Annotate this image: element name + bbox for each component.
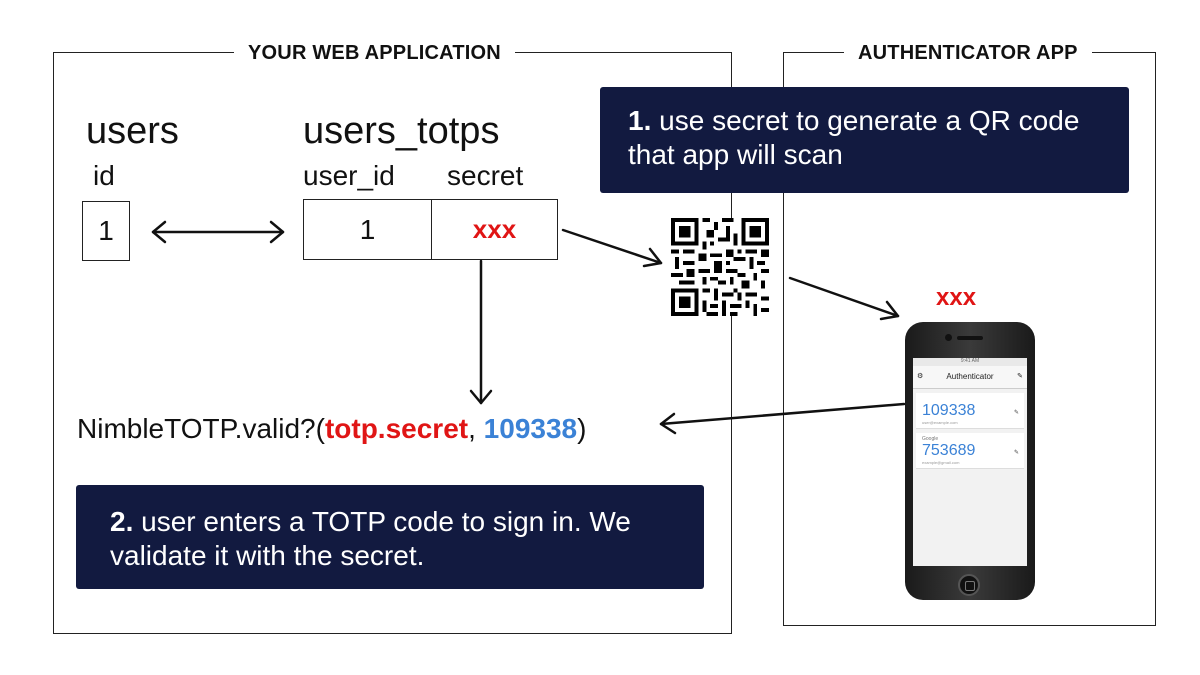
gear-icon: ⚙ bbox=[917, 373, 924, 380]
validate-suffix: ) bbox=[577, 413, 587, 444]
users-table-name: users bbox=[86, 110, 179, 152]
step1-text: use secret to generate a QR code that ap… bbox=[628, 105, 1080, 170]
phone-app-title: Authenticator bbox=[946, 372, 994, 381]
arrow-right-icon bbox=[561, 228, 663, 268]
account-item: Google 753689 example@gmail.com ✎ bbox=[916, 433, 1024, 469]
arrow-right-icon bbox=[788, 276, 900, 321]
step1-number: 1. bbox=[628, 105, 652, 136]
validate-code-arg: 109338 bbox=[483, 413, 578, 444]
arrow-left-right-icon bbox=[151, 220, 285, 244]
phone-camera bbox=[945, 334, 952, 341]
phone-app-bar: ⚙ Authenticator ✎ bbox=[913, 366, 1027, 389]
account-email: user@example.com bbox=[922, 420, 958, 425]
users-id-cell: 1 bbox=[82, 201, 130, 261]
account-issuer: Google bbox=[922, 436, 939, 442]
phone-secret-label: xxx bbox=[936, 284, 977, 311]
phone-status-bar: 9:41 AM bbox=[913, 358, 1027, 366]
authenticator-title: AUTHENTICATOR APP bbox=[844, 41, 1092, 65]
secret-cell: xxx bbox=[431, 199, 558, 260]
validate-prefix: NimbleTOTP.valid?( bbox=[77, 413, 325, 444]
users-totps-table-name: users_totps bbox=[303, 110, 500, 152]
step1-callout: 1. use secret to generate a QR code that… bbox=[600, 87, 1129, 193]
account-item: 109338 user@example.com ✎ bbox=[916, 393, 1024, 429]
edit-icon: ✎ bbox=[1013, 410, 1019, 416]
web-application-frame: YOUR WEB APPLICATION bbox=[53, 41, 732, 634]
account-email: example@gmail.com bbox=[922, 460, 960, 465]
validate-secret-arg: totp.secret bbox=[324, 413, 469, 444]
users-id-column: id bbox=[93, 160, 115, 191]
arrow-left-icon bbox=[659, 402, 906, 435]
phone-image: 9:41 AM ⚙ Authenticator ✎ 109338 user@ex… bbox=[905, 322, 1035, 600]
step2-number: 2. bbox=[110, 506, 134, 537]
validate-separator: , bbox=[468, 413, 484, 444]
account-code: 753689 bbox=[922, 442, 976, 459]
phone-speaker bbox=[957, 336, 983, 340]
arrow-down-icon bbox=[469, 259, 493, 405]
qr-code-icon bbox=[671, 218, 769, 316]
validate-call: NimbleTOTP.valid?(totp.secret, 109338) bbox=[77, 412, 586, 446]
authenticator-frame: AUTHENTICATOR APP bbox=[783, 41, 1156, 626]
phone-home-button bbox=[958, 574, 980, 596]
user-id-column: user_id bbox=[303, 160, 395, 191]
step2-callout: 2. user enters a TOTP code to sign in. W… bbox=[76, 485, 704, 589]
edit-icon: ✎ bbox=[1013, 450, 1019, 456]
edit-icon: ✎ bbox=[1017, 373, 1023, 380]
step2-text: user enters a TOTP code to sign in. We v… bbox=[110, 506, 631, 571]
phone-screen: 9:41 AM ⚙ Authenticator ✎ 109338 user@ex… bbox=[913, 358, 1027, 566]
web-application-title: YOUR WEB APPLICATION bbox=[234, 41, 515, 65]
account-code: 109338 bbox=[922, 402, 976, 419]
secret-column: secret bbox=[447, 160, 524, 191]
